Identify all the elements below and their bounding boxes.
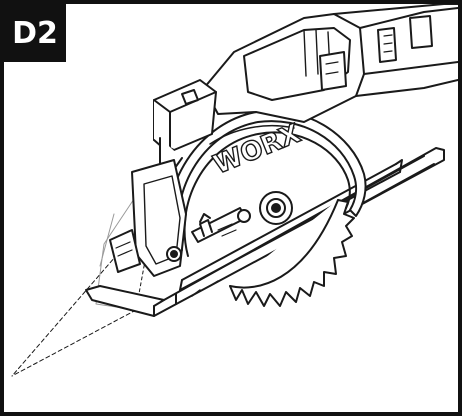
arbor-bolt-icon <box>259 191 293 225</box>
guard-lever-icon <box>191 207 251 243</box>
figure-label-badge: D2 <box>4 4 66 62</box>
motor-housing <box>203 4 458 123</box>
saw-blade-icon <box>229 199 355 307</box>
depth-adjust-block <box>153 79 217 173</box>
bevel-bracket <box>109 159 187 277</box>
blade-guard <box>166 109 367 257</box>
circular-saw-icon: WORX <box>11 4 458 377</box>
figure-label: D2 <box>12 15 58 51</box>
laser-guide-icon <box>11 183 155 377</box>
